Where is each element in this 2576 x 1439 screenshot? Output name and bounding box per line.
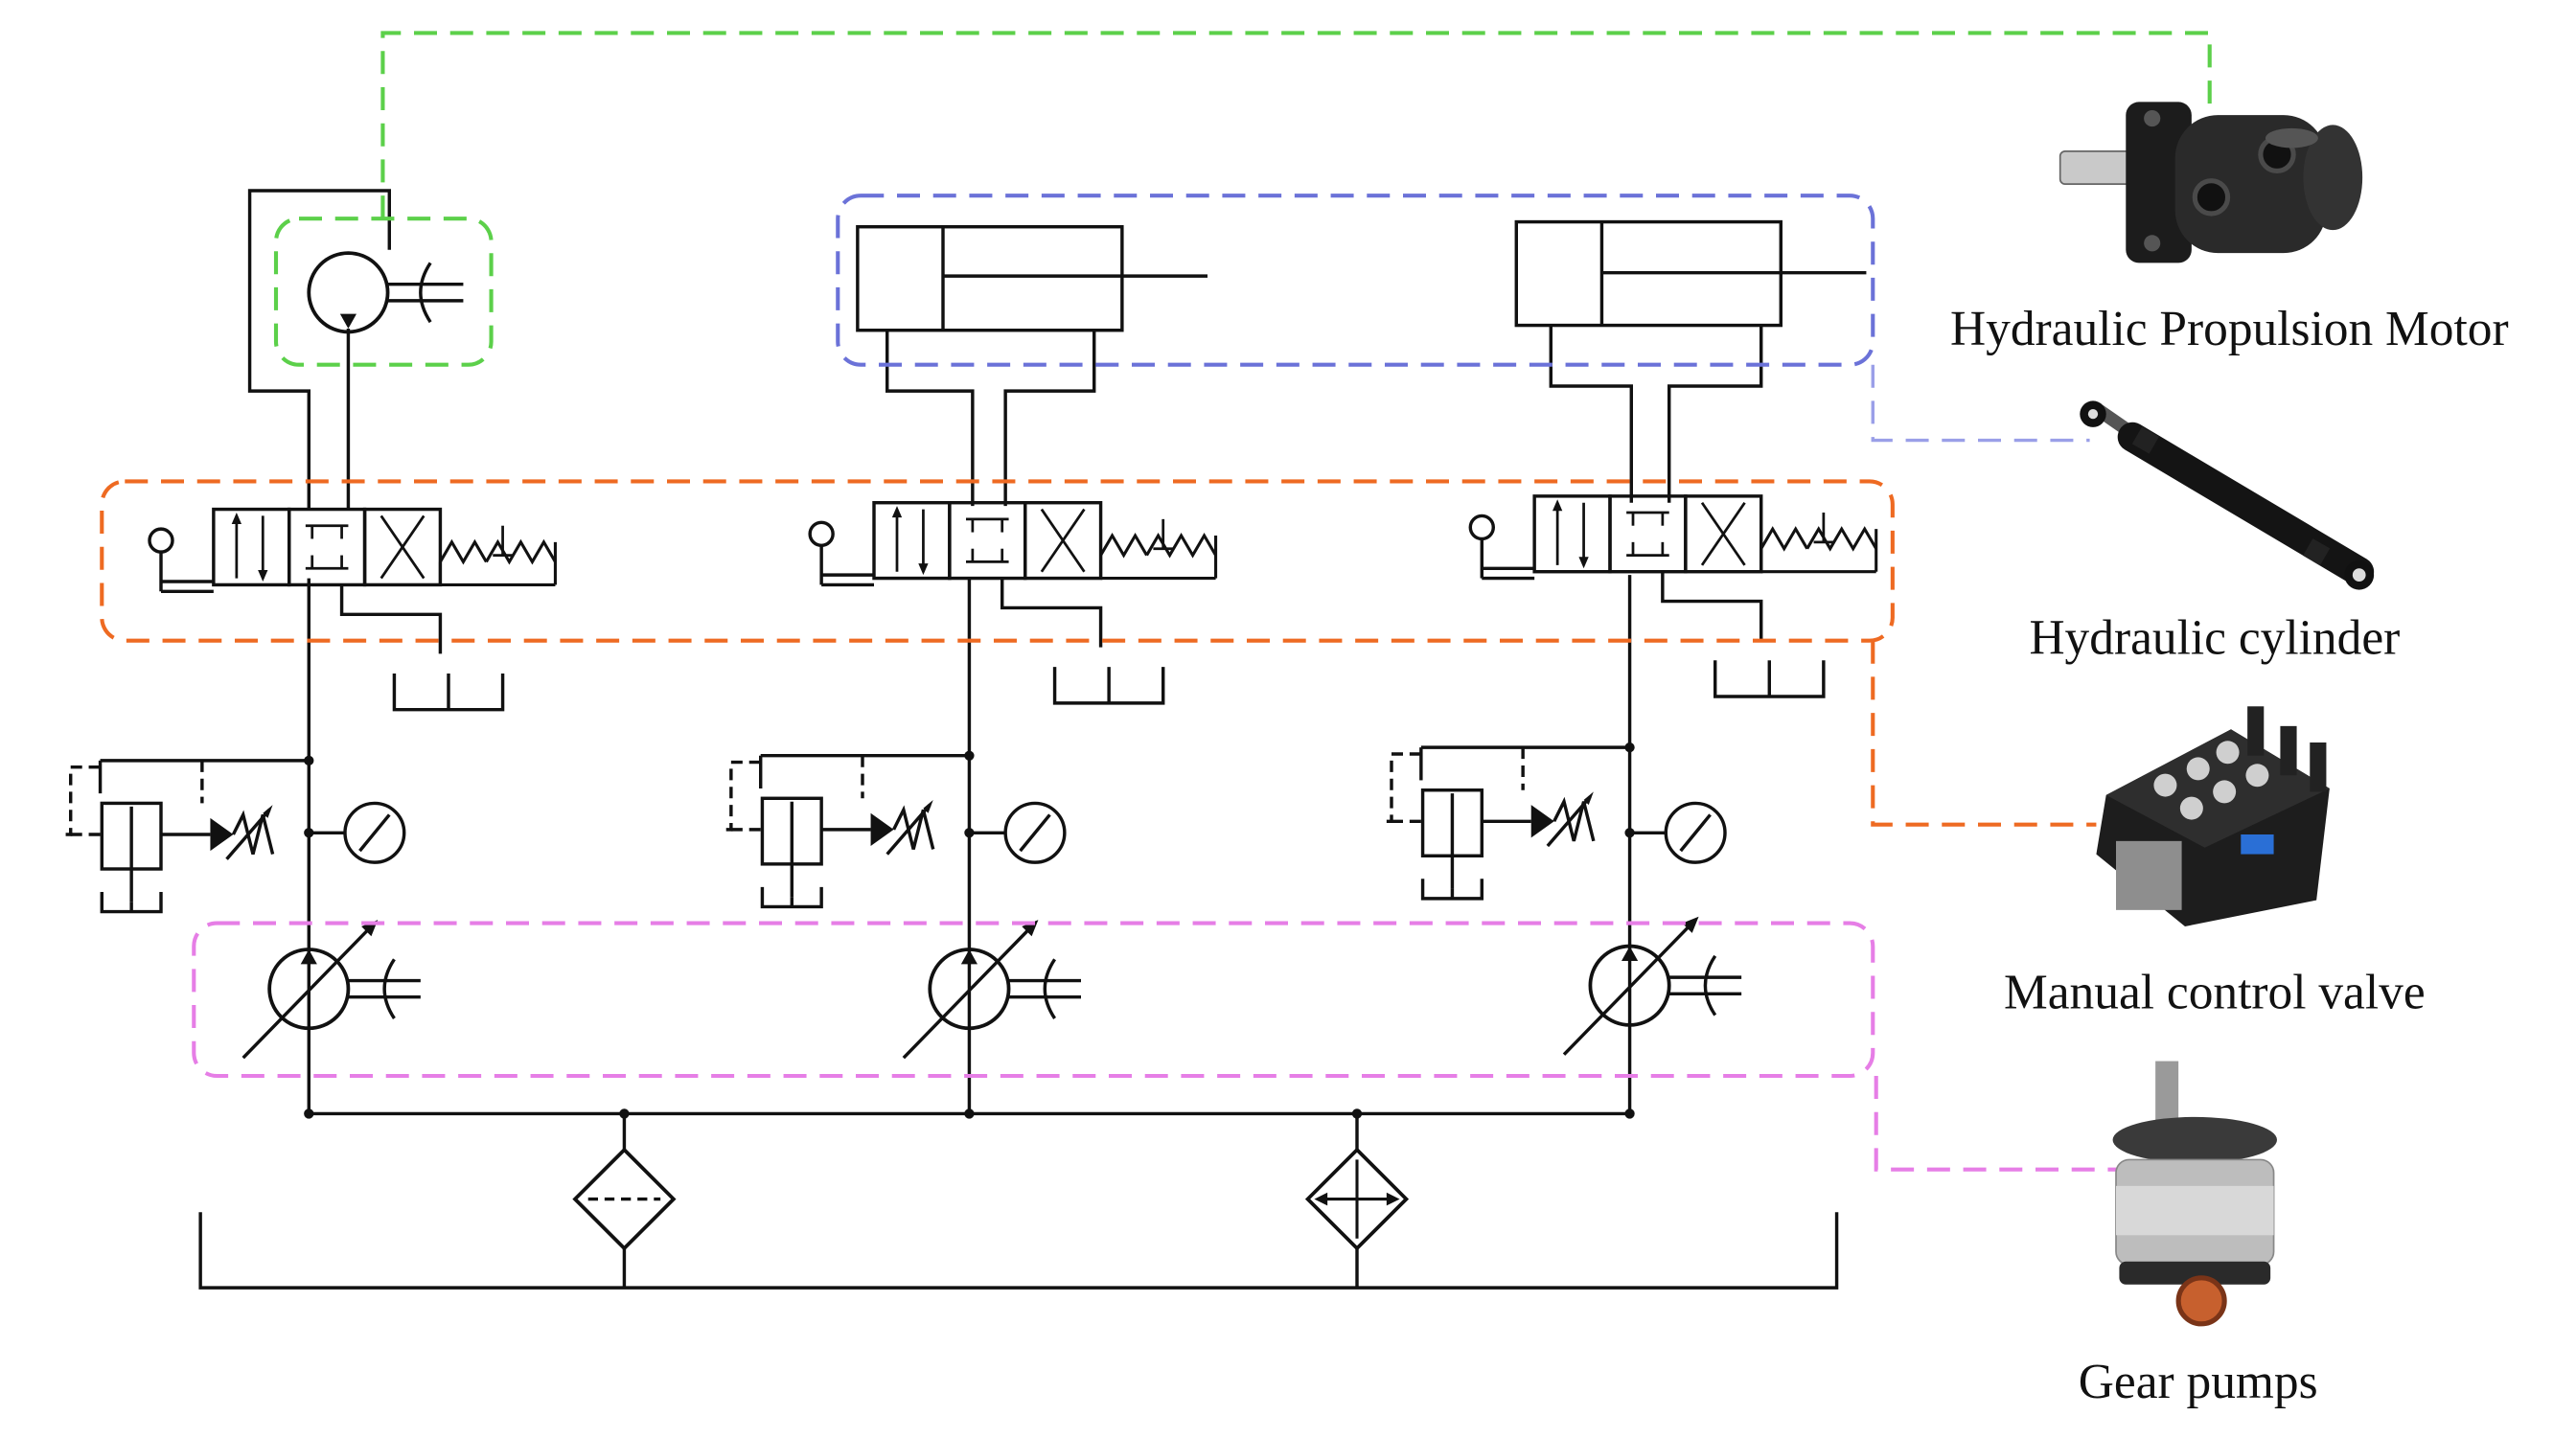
manual-control-valve-photo-icon xyxy=(2096,706,2330,926)
filter-symbol-1 xyxy=(572,1147,677,1251)
pressure-gauge-symbol-1 xyxy=(302,801,406,864)
motor-leader-line xyxy=(380,31,2212,219)
valve-leader-line xyxy=(1871,640,2097,827)
gear-pump-photo-icon xyxy=(2112,1061,2277,1327)
directional-valve-symbol-1 xyxy=(148,507,558,712)
directional-valve-symbol-3 xyxy=(1468,494,1878,698)
valve-group-box xyxy=(100,479,1895,643)
circuit-lines xyxy=(198,189,1839,1290)
directional-valve-symbol-2 xyxy=(808,501,1218,705)
pump-group-box xyxy=(192,921,1875,1079)
cylinder-leader-line xyxy=(1871,364,2090,443)
cylinder-group-box xyxy=(836,194,1875,367)
filter-symbol-2 xyxy=(1304,1147,1410,1251)
hydraulic-motor-symbol xyxy=(307,251,464,334)
pump-symbol-3 xyxy=(1562,914,1744,1057)
label-manual-control-valve: Manual control valve xyxy=(2004,966,2426,1020)
relief-valve-symbol-3 xyxy=(1381,745,1632,901)
relief-valve-symbol-2 xyxy=(721,754,972,909)
pressure-gauge-symbol-2 xyxy=(962,801,1067,864)
hydraulic-motor-photo-icon xyxy=(2058,102,2363,263)
hydraulic-cylinder-symbol-2 xyxy=(1514,219,1867,328)
label-gear-pumps: Gear pumps xyxy=(2079,1355,2318,1409)
hydraulic-cylinder-photo-icon xyxy=(2080,400,2375,590)
pump-leader-line xyxy=(1874,1076,2116,1172)
hydraulic-cylinder-symbol-1 xyxy=(856,224,1208,332)
label-hydraulic-propulsion-motor: Hydraulic Propulsion Motor xyxy=(1950,302,2509,356)
pump-symbol-1 xyxy=(241,918,423,1061)
pump-symbol-2 xyxy=(901,918,1083,1061)
pressure-gauge-symbol-3 xyxy=(1622,801,1727,864)
relief-valve-symbol-1 xyxy=(60,759,310,914)
label-hydraulic-cylinder: Hydraulic cylinder xyxy=(2029,610,2400,665)
